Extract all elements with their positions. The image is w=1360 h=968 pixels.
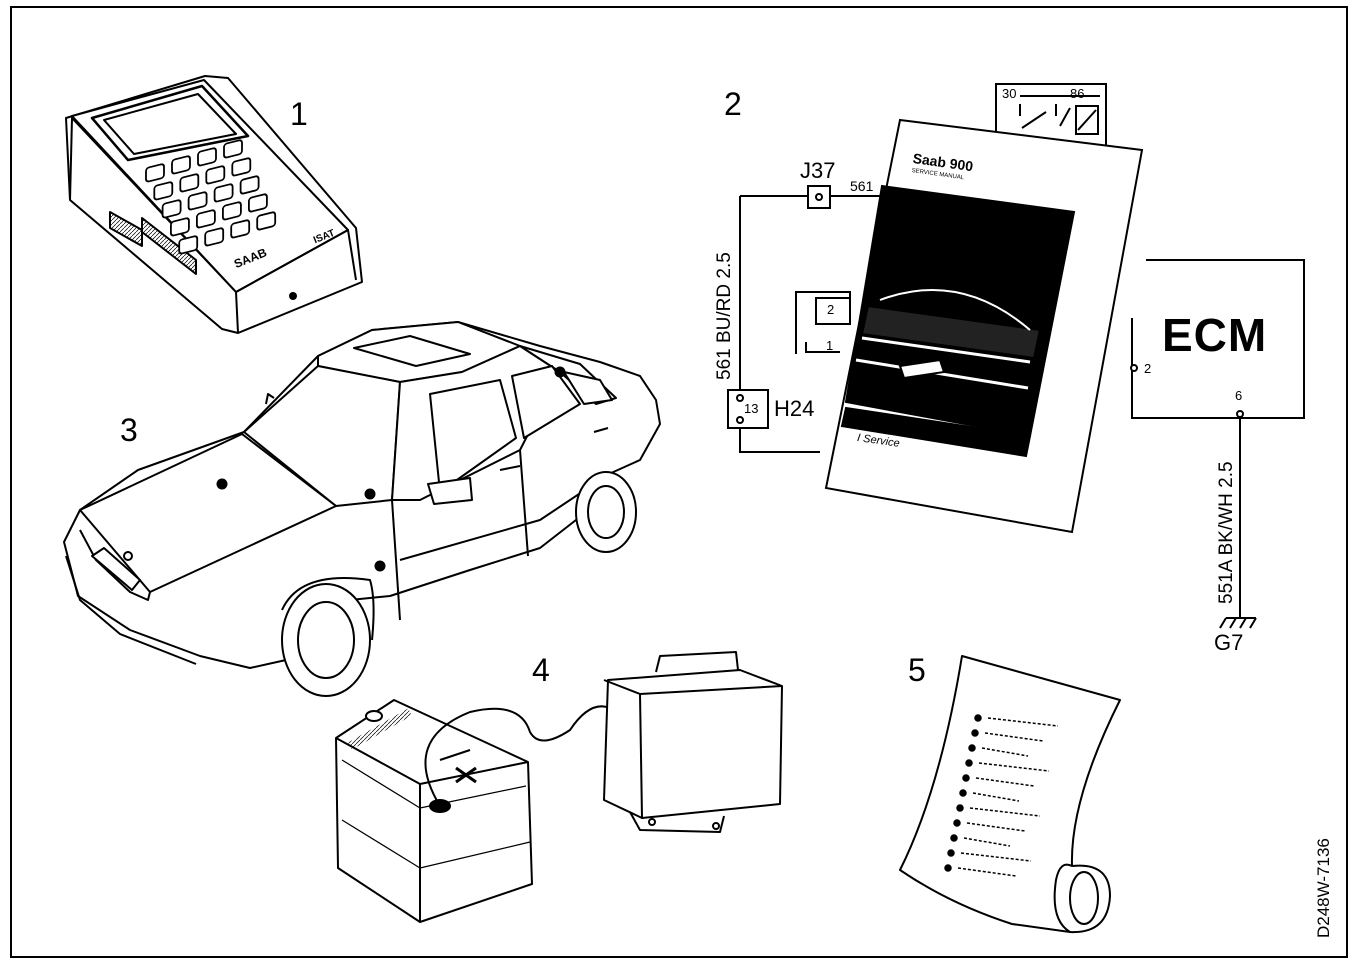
checklist-line [960, 852, 1032, 862]
checklist-document [899, 655, 1121, 934]
callout-1: 1 [290, 96, 308, 132]
keypad-key [256, 211, 277, 231]
checklist-bullet [959, 789, 967, 797]
keypad-key [153, 181, 174, 201]
checklist-bullet [971, 729, 979, 737]
connector-h24-label: H24 [774, 396, 815, 421]
relay-86-label: 86 [1070, 86, 1085, 101]
callout-4: 4 [532, 652, 550, 688]
ecm-label: ECM [1162, 309, 1268, 361]
keypad-key [169, 217, 190, 237]
service-manual [824, 118, 1144, 534]
ground-label: G7 [1214, 630, 1244, 655]
callout-3: 3 [120, 412, 138, 448]
wire-561-label: 561 [850, 178, 874, 194]
ecm-pin2-label: 2 [1144, 361, 1152, 376]
keypad-key [205, 165, 226, 185]
wire-right-label: 551A BK/WH 2.5 [1216, 461, 1237, 604]
checklist-line [978, 762, 1050, 772]
wiring-diagram [727, 83, 1305, 629]
checklist-bullet [944, 864, 952, 872]
checklist-bullet [950, 834, 958, 842]
checklist-bullet [947, 849, 955, 857]
keypad-key [195, 209, 216, 229]
checklist-line [981, 747, 1029, 757]
checklist-line [969, 807, 1041, 817]
keypad-key [178, 235, 199, 255]
keypad-key [187, 191, 208, 211]
checklist-line [987, 717, 1059, 727]
ecm-pin6-label: 6 [1235, 388, 1243, 403]
connector-j37-label: J37 [800, 158, 836, 183]
car [63, 321, 661, 697]
relay-pin2-label: 2 [827, 302, 835, 317]
tester-keypad [145, 139, 277, 255]
control-unit [603, 651, 783, 833]
relay-pin1-label: 1 [826, 338, 834, 353]
keypad-key [221, 201, 242, 221]
keypad-key [204, 227, 225, 247]
checklist-line [963, 837, 1011, 847]
relay-30-label: 30 [1002, 86, 1017, 101]
checklist-line [972, 792, 1020, 802]
checklist-bullet [953, 819, 961, 827]
battery [335, 699, 533, 923]
battery-cable [424, 705, 611, 807]
figure-code: D248W-7136 [1314, 838, 1333, 938]
keypad-key [231, 157, 252, 177]
checklist-bullet [962, 774, 970, 782]
wire-left-label: 561 BU/RD 2.5 [714, 252, 735, 380]
keypad-key [213, 183, 234, 203]
keypad-key [179, 173, 200, 193]
keypad-key [223, 139, 243, 159]
checklist-bullet [968, 744, 976, 752]
keypad-key [171, 155, 191, 175]
checklist-bullet [965, 759, 973, 767]
callout-5: 5 [908, 652, 926, 688]
keypad-key [197, 147, 217, 167]
keypad-key [247, 193, 268, 213]
keypad-key [239, 175, 260, 195]
keypad-key [230, 219, 251, 239]
callout-2: 2 [724, 86, 742, 122]
figure-border [10, 6, 1348, 958]
h24-pin-label: 13 [744, 401, 759, 416]
checklist-bullet [956, 804, 964, 812]
diagnostic-tester [65, 75, 363, 334]
keypad-key [145, 163, 165, 183]
checklist-lines [944, 714, 1059, 877]
keypad-key [161, 199, 182, 219]
checklist-bullet [974, 714, 982, 722]
